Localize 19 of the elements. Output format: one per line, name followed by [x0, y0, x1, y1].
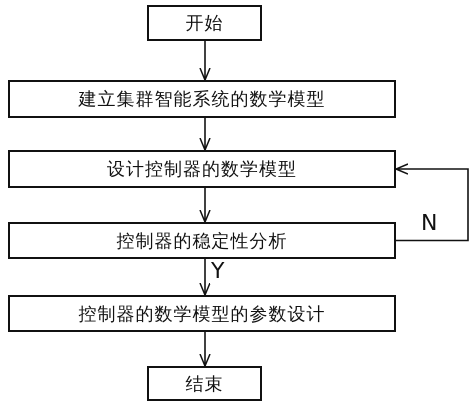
box-label: 开始 — [186, 12, 224, 35]
box-label: 控制器的稳定性分析 — [116, 230, 288, 252]
process-box — [8, 295, 396, 332]
arrow — [199, 118, 211, 151]
edge-label: Y — [210, 260, 226, 284]
process-box — [8, 80, 396, 118]
arrow — [199, 259, 211, 296]
terminal-box — [147, 366, 262, 401]
box-label: 结束 — [186, 372, 224, 396]
terminal-box — [147, 5, 262, 41]
arrow — [199, 41, 211, 81]
arrow — [199, 332, 211, 367]
arrow — [199, 188, 211, 223]
box-label: 建立集群智能系统的数学模型 — [78, 88, 326, 111]
arrow — [395, 163, 469, 242]
box-label: 控制器的数学模型的参数设计 — [78, 302, 326, 326]
process-box — [8, 222, 396, 259]
box-label: 设计控制器的数学模型 — [107, 158, 297, 181]
process-box — [8, 150, 396, 188]
